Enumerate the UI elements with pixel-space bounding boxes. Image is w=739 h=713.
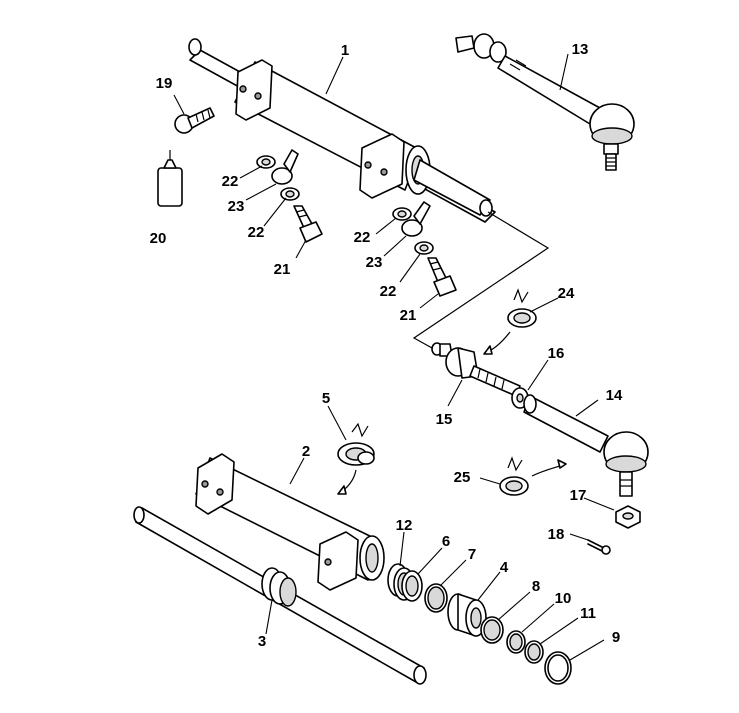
grease-symbol-part-5	[337, 422, 375, 495]
ring-part-6	[401, 570, 423, 602]
callout-10: 10	[555, 590, 572, 607]
castle-nut-part-17	[615, 505, 641, 529]
callout-23-left: 23	[228, 198, 245, 215]
assembly-connector-lines	[412, 211, 550, 349]
callout-21-right: 21	[400, 307, 417, 324]
o-ring-part-7	[424, 583, 448, 613]
callout-22-right-top: 22	[354, 229, 371, 246]
banjo-fitting-group-right	[392, 201, 457, 297]
callout-19: 19	[156, 75, 173, 92]
callout-4: 4	[500, 559, 509, 576]
cylinder-body-part-2	[195, 453, 385, 591]
tie-rod-end-part-14	[523, 394, 649, 497]
callout-8: 8	[532, 578, 540, 595]
callout-18: 18	[548, 526, 565, 543]
callout-2: 2	[302, 443, 310, 460]
grease-tube-part-20	[157, 150, 183, 207]
split-pin-part-18	[587, 539, 611, 555]
tie-rod-part-15	[431, 342, 521, 397]
callout-9: 9	[612, 629, 620, 646]
cylinder-assembly-part-1	[188, 38, 496, 223]
callout-21-left: 21	[274, 261, 291, 278]
callout-5: 5	[322, 390, 330, 407]
circlip-part-9	[544, 651, 572, 685]
callout-7: 7	[468, 546, 476, 563]
callout-22-left-bottom: 22	[248, 224, 265, 241]
callout-12: 12	[396, 517, 413, 534]
callout-3: 3	[258, 633, 266, 650]
callout-23-right: 23	[366, 254, 383, 271]
callout-22-right-bottom: 22	[380, 283, 397, 300]
banjo-fitting-group-left	[256, 149, 323, 243]
callout-22-left-top: 22	[222, 173, 239, 190]
ring-part-11	[524, 640, 544, 664]
callout-24: 24	[558, 285, 575, 302]
grease-symbol-part-24	[483, 288, 537, 355]
leader-lines	[173, 53, 615, 661]
callout-11: 11	[580, 605, 596, 622]
callout-6: 6	[442, 533, 450, 550]
callout-15: 15	[436, 411, 453, 428]
bolt-part-19	[174, 107, 215, 134]
ring-part-10	[506, 630, 526, 654]
callout-16: 16	[548, 345, 565, 362]
callout-labels: 1 2 3 4 5 6 7 8 9 10 11 12 13 14 15 16 1…	[150, 41, 623, 650]
callout-25: 25	[454, 469, 471, 486]
o-ring-part-8	[480, 616, 504, 644]
grease-symbol-part-25	[499, 456, 567, 496]
tie-rod-end-part-13	[455, 33, 635, 171]
callout-13: 13	[572, 41, 589, 58]
callout-1: 1	[341, 42, 349, 59]
callout-14: 14	[606, 387, 623, 404]
callout-17: 17	[570, 487, 587, 504]
callout-20: 20	[150, 230, 167, 247]
